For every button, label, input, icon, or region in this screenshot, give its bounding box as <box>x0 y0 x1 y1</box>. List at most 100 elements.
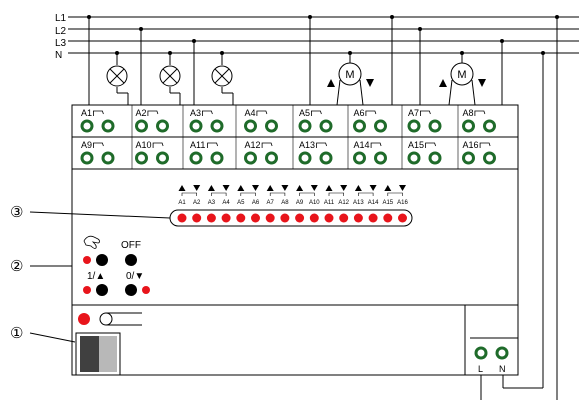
relay-contact-icon <box>425 142 436 148</box>
terminal-block: A9 <box>80 140 115 165</box>
programming-led <box>78 313 90 325</box>
lamps <box>106 65 233 87</box>
hand-icon <box>83 235 100 249</box>
terminal-screw-icon[interactable] <box>483 151 496 165</box>
channel-led <box>236 213 246 223</box>
bus-label-l2: L2 <box>55 26 67 37</box>
relay-contact-icon <box>420 110 431 116</box>
channel-led <box>251 213 260 223</box>
terminal-screw-icon[interactable] <box>407 119 421 133</box>
channel-led <box>280 213 290 223</box>
channel-label: A9 <box>296 200 304 206</box>
relay-contact-icon <box>207 142 218 148</box>
relay-contact-icon <box>474 110 486 116</box>
terminal-screw-icon[interactable] <box>374 151 387 165</box>
terminal-screw-icon[interactable] <box>156 119 169 133</box>
wire <box>359 79 364 106</box>
programming-button[interactable] <box>99 312 113 326</box>
terminal-screw-icon[interactable] <box>101 151 115 165</box>
channel-label: A14 <box>368 200 379 206</box>
terminal-screw-icon[interactable] <box>244 119 257 133</box>
relay-contact-icon <box>365 110 377 116</box>
up-arrow-icon <box>266 185 274 191</box>
channel-led <box>398 213 407 223</box>
channel-led <box>295 213 305 223</box>
terminal-screw-icon[interactable] <box>298 119 312 133</box>
lamp-icon <box>106 65 128 87</box>
connection-wires <box>87 15 559 400</box>
terminal-screw-icon[interactable] <box>210 151 224 165</box>
up-arrow-icon <box>178 185 186 191</box>
relay-contact-icon <box>147 110 159 116</box>
terminal-screw-icon[interactable] <box>189 119 203 133</box>
down-arrow-icon <box>222 185 230 191</box>
terminal-screw-icon[interactable] <box>474 346 488 360</box>
terminal-screw-icon[interactable] <box>135 119 148 133</box>
up-arrow-icon <box>327 79 335 87</box>
terminal-label: A5 <box>299 108 310 118</box>
terminal-screw-icon[interactable] <box>428 119 442 133</box>
motor-icon: M <box>439 62 486 87</box>
terminal-screw-icon[interactable] <box>319 151 333 165</box>
channel-bracket <box>269 192 286 196</box>
channel-label: A3 <box>208 200 216 206</box>
terminal-screw-icon[interactable] <box>156 151 169 165</box>
bus-connector-dark <box>80 336 99 372</box>
terminal-screw-icon[interactable] <box>428 151 442 165</box>
terminal-screw-icon[interactable] <box>407 151 421 165</box>
terminal-block: A4 <box>244 108 278 133</box>
up-arrow-icon <box>296 185 304 191</box>
channel-led <box>339 213 349 223</box>
terminal-screw-icon[interactable] <box>462 151 475 165</box>
terminal-screw-icon[interactable] <box>210 119 224 133</box>
relay-contact-icon <box>479 142 491 148</box>
terminal-label: A9 <box>81 140 92 150</box>
terminal-label: A14 <box>354 140 370 150</box>
down-arrow-icon <box>366 79 374 87</box>
on-up-button[interactable] <box>96 284 108 296</box>
terminal-screw-icon[interactable] <box>353 151 366 165</box>
down-arrow-icon <box>252 185 259 191</box>
terminal-block: A15 <box>407 140 442 165</box>
terminal-screw-icon[interactable] <box>101 119 115 133</box>
terminal-screw-icon[interactable] <box>462 119 475 133</box>
terminal-label: A10 <box>136 140 152 150</box>
relay-contact-icon <box>261 142 273 148</box>
terminal-label: A1 <box>81 108 92 118</box>
channel-label: A1 <box>178 200 186 206</box>
terminal-screw-icon[interactable] <box>80 151 94 165</box>
all-off-button[interactable] <box>125 254 137 266</box>
bus-lines <box>68 16 579 54</box>
channel-label: A2 <box>193 200 201 206</box>
supply-terminals: L N <box>470 337 518 374</box>
channel-led <box>192 213 202 223</box>
terminal-screw-icon[interactable] <box>495 346 509 360</box>
terminal-block: A2 <box>135 108 169 133</box>
terminal-label: A7 <box>408 108 419 118</box>
manual-mode-button[interactable] <box>96 254 108 266</box>
terminal-screw-icon[interactable] <box>80 119 94 133</box>
up-arrow-icon <box>354 185 362 191</box>
lamp-icon <box>159 65 181 87</box>
terminal-block: A11 <box>189 140 224 165</box>
terminal-screw-icon[interactable] <box>189 151 203 165</box>
terminal-screw-icon[interactable] <box>265 151 278 165</box>
terminal-screw-icon[interactable] <box>374 119 387 133</box>
off-down-button[interactable] <box>125 284 137 296</box>
channel-label: A6 <box>252 200 260 206</box>
supply-label-l: L <box>478 364 483 374</box>
terminal-screw-icon[interactable] <box>298 151 312 165</box>
manual-mode-led <box>83 256 91 264</box>
terminal-label: A15 <box>408 140 424 150</box>
terminal-screw-icon[interactable] <box>135 151 148 165</box>
terminal-screw-icon[interactable] <box>483 119 496 133</box>
terminal-screw-icon[interactable] <box>319 119 333 133</box>
channel-led <box>221 213 231 223</box>
terminal-screw-icon[interactable] <box>353 119 366 133</box>
terminal-block: A7 <box>407 108 442 133</box>
terminal-screw-icon[interactable] <box>265 119 278 133</box>
up-arrow-icon <box>237 185 245 191</box>
terminal-screw-icon[interactable] <box>244 151 257 165</box>
terminal-block: A5 <box>298 108 333 133</box>
